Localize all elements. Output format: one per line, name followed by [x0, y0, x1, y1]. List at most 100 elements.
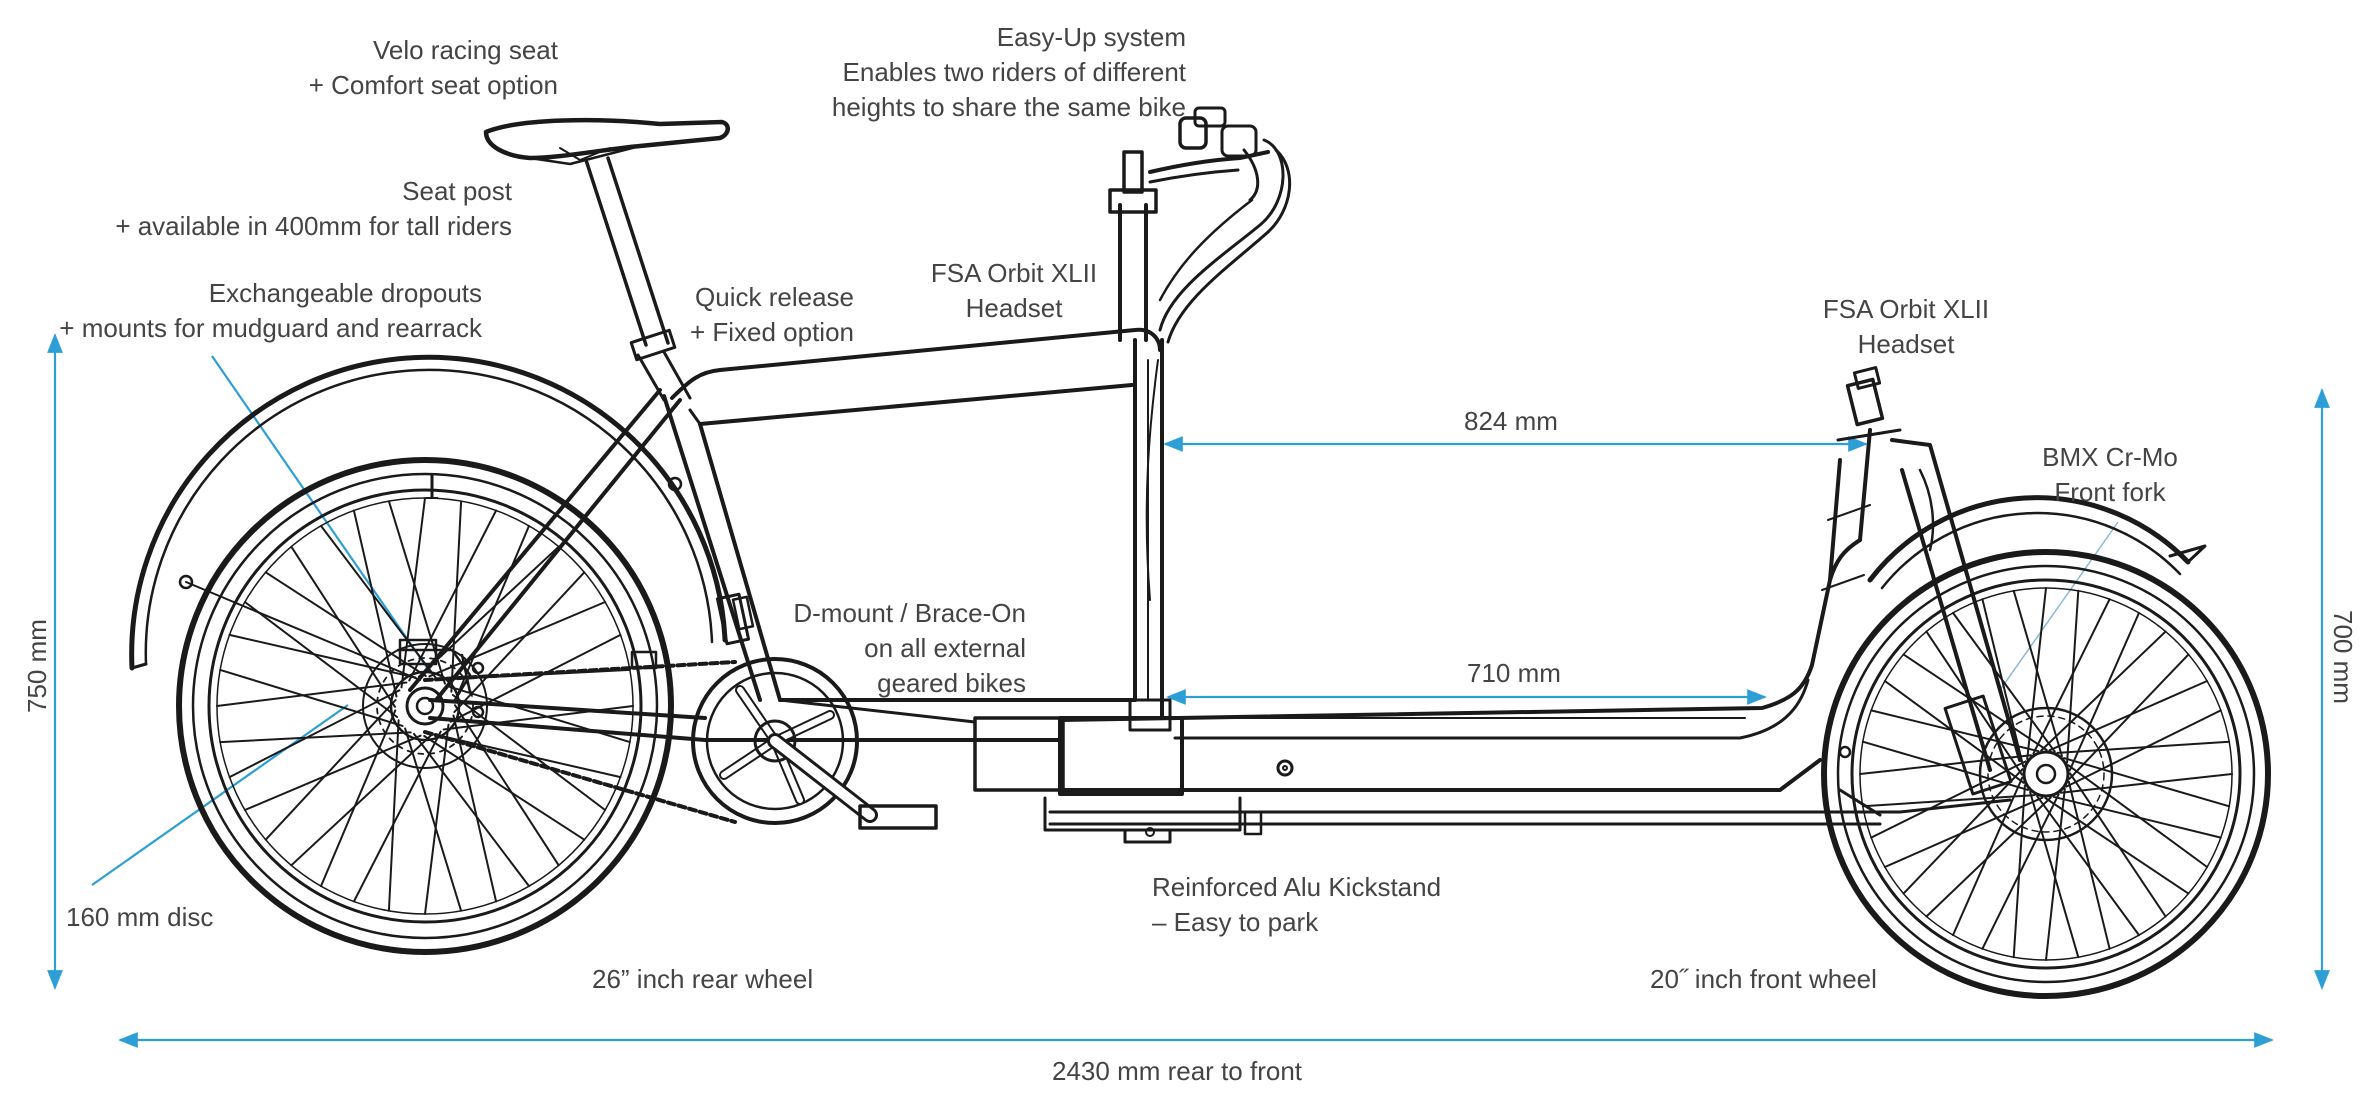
easy-up-label: Easy-Up system Enables two riders of dif…: [832, 20, 1186, 125]
wheel-spoke: [433, 733, 622, 779]
velo-seat-title: Velo racing seat: [372, 35, 558, 65]
leader-fork: [1999, 521, 2119, 691]
wheel-spoke: [2044, 797, 2190, 895]
seat-post-label: Seat post + available in 400mm for tall …: [115, 174, 512, 244]
easy-up-title: Easy-Up system: [996, 22, 1186, 52]
kickstand-title: Reinforced Alu Kickstand: [1152, 872, 1442, 902]
wheel-spoke: [2048, 680, 2209, 752]
wheel-spoke: [2068, 653, 2190, 780]
wheel-spoke: [452, 714, 498, 903]
wheel-spoke: [2067, 780, 2111, 950]
wheel-spoke: [424, 723, 450, 915]
velo-seat-note: + Comfort seat option: [308, 70, 558, 100]
wheel-spoke: [453, 571, 586, 713]
wheel-spoke: [387, 719, 400, 912]
low-span-dimension: 710 mm: [1467, 658, 1561, 688]
wheel-spoke: [219, 668, 404, 727]
steering-tube: [1108, 150, 1172, 732]
wheel-spoke: [2052, 795, 2222, 839]
front-fork: [1890, 438, 2022, 796]
wheel-spoke: [228, 689, 401, 779]
wheel-spoke: [2063, 757, 2231, 808]
dimension-lines: [47, 333, 2330, 1048]
dropouts-note: + mounts for mudguard and rearrack: [59, 313, 482, 343]
rear-wheel: [176, 457, 674, 955]
headset-rear-title: FSA Orbit XLII: [930, 258, 1098, 288]
wheel-spoke: [290, 734, 432, 867]
front-headset: [1845, 366, 1885, 427]
wheel-spoke: [2040, 630, 2167, 752]
wheel-spoke: [243, 734, 422, 811]
wheel-spoke: [1861, 794, 2036, 808]
disc-label: 160 mm disc: [66, 902, 214, 932]
wheel-spoke: [413, 732, 530, 888]
wheel-spoke: [2068, 611, 2140, 772]
wheel-spoke: [2056, 740, 2231, 754]
wheel-spoke: [2012, 589, 2063, 757]
wheel-spoke: [428, 601, 607, 678]
wheel-spoke: [404, 727, 463, 912]
headset-rear-label: FSA Orbit XLII Headset: [926, 256, 1102, 326]
rear-frame: [662, 327, 1162, 702]
wheel-spoke: [450, 500, 463, 693]
dropouts-label: Exchangeable dropouts + mounts for mudgu…: [59, 276, 482, 346]
front-wheel: [1821, 549, 2271, 999]
dmount-title: D-mount / Brace-On: [793, 598, 1026, 628]
wheel-spoke: [1902, 768, 2024, 895]
wheel-spoke: [216, 681, 408, 707]
easy-up-line-2: Enables two riders of different: [842, 57, 1186, 87]
wheel-spoke: [243, 601, 399, 718]
wheel-spoke: [320, 709, 397, 888]
wheel-spoke: [2012, 784, 2026, 959]
bike: [129, 106, 2271, 999]
wheel-spoke: [418, 545, 560, 678]
quick-release-note: + Fixed option: [689, 317, 854, 347]
wheel-spoke: [1925, 630, 2023, 776]
wheel-spoke: [1870, 709, 2040, 753]
dmount-label: D-mount / Brace-On on all external geare…: [793, 596, 1026, 701]
wheel-spoke: [1952, 611, 2056, 753]
wheel-spoke: [2026, 587, 2047, 761]
dropouts-title: Exchangeable dropouts: [208, 278, 482, 308]
wheel-spoke: [400, 497, 426, 689]
wheel-spoke: [2069, 772, 2167, 918]
wheel-spoke: [1861, 740, 2029, 791]
quick-release-title: Quick release: [695, 282, 854, 312]
wheel-spoke: [1925, 796, 2052, 918]
drivetrain: [423, 650, 938, 830]
leader-dropouts: [211, 355, 431, 673]
wheel-spoke: [219, 731, 412, 744]
kickstand: [1043, 796, 1263, 844]
fork-title: BMX Cr-Mo: [2042, 442, 2178, 472]
wheel-spoke: [1952, 776, 2024, 937]
wheel-spoke: [2029, 791, 2080, 959]
wheel-spoke: [264, 571, 427, 677]
handlebar: [1145, 106, 1292, 601]
fork-note: Front fork: [2054, 477, 2166, 507]
headset-front-label: FSA Orbit XLII Headset: [1818, 292, 1994, 362]
quick-release-label: Quick release + Fixed option: [690, 280, 854, 350]
headset-front-title: FSA Orbit XLII: [1822, 294, 1990, 324]
wheel-spoke: [264, 699, 397, 841]
rear-wheel-label: 26” inch rear wheel: [592, 964, 814, 994]
wheel-spoke: [2032, 598, 2111, 755]
seat-post-title: Seat post: [402, 176, 512, 206]
easy-up-line-3: heights to share the same bike: [831, 92, 1186, 122]
front-mudguard: [1867, 495, 2207, 590]
wheel-spoke: [2065, 709, 2222, 788]
kickstand-note: – Easy to park: [1152, 907, 1319, 937]
wheel-spoke: [2067, 764, 2209, 868]
wheel-spoke: [320, 524, 437, 680]
headset-rear-note: Headset: [965, 293, 1063, 323]
wheel-spoke: [2059, 773, 2233, 794]
rear-reflector: [426, 475, 438, 499]
wheel-spoke: [2045, 787, 2066, 961]
height-front-dimension: 700 mm: [2328, 610, 2358, 704]
wheel-spoke: [352, 509, 398, 698]
dmount-line-3: geared bikes: [877, 668, 1026, 698]
length-dimension: 2430 mm rear to front: [1052, 1056, 1302, 1086]
wheel-spoke: [451, 694, 607, 811]
wheel-spoke: [1981, 598, 2025, 768]
